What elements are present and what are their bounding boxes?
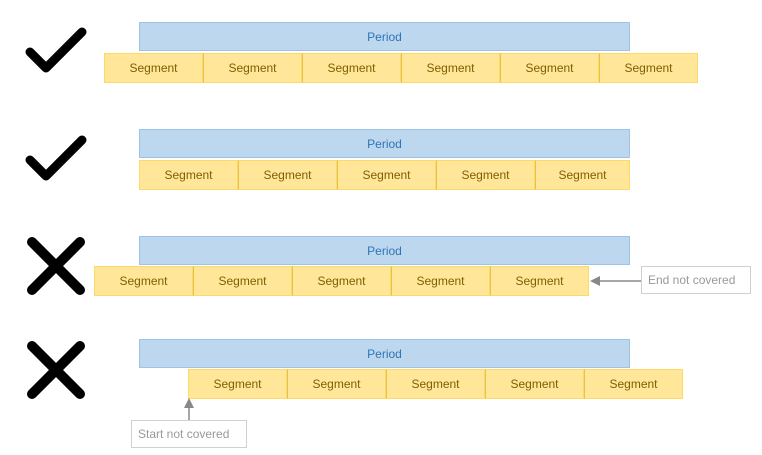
- segment-label: Segment: [317, 274, 366, 288]
- segment-box: Segment: [436, 160, 535, 190]
- segment-strip: Segment Segment Segment Segment Segment: [94, 266, 589, 296]
- segment-box: Segment: [302, 53, 401, 83]
- segment-label: Segment: [609, 377, 658, 391]
- note-label: End not covered: [648, 273, 736, 287]
- period-label: Period: [367, 136, 402, 151]
- period-label: Period: [367, 29, 402, 44]
- segment-label: Segment: [312, 377, 361, 391]
- segment-box: Segment: [188, 369, 287, 399]
- segment-box: Segment: [104, 53, 203, 83]
- segment-label: Segment: [164, 168, 213, 182]
- segment-box: Segment: [599, 53, 698, 83]
- segment-label: Segment: [213, 377, 262, 391]
- segment-strip: Segment Segment Segment Segment Segment: [139, 160, 630, 190]
- segment-box: Segment: [490, 266, 589, 296]
- segment-box: Segment: [485, 369, 584, 399]
- segment-box: Segment: [391, 266, 490, 296]
- segment-box: Segment: [94, 266, 193, 296]
- segment-label: Segment: [426, 61, 475, 75]
- period-label: Period: [367, 346, 402, 361]
- period-label: Period: [367, 243, 402, 258]
- segment-label: Segment: [362, 168, 411, 182]
- segment-box: Segment: [139, 160, 238, 190]
- note-box: End not covered: [641, 266, 751, 294]
- segment-box: Segment: [287, 369, 386, 399]
- segment-box: Segment: [337, 160, 436, 190]
- segment-label: Segment: [327, 61, 376, 75]
- segment-label: Segment: [558, 168, 607, 182]
- segment-label: Segment: [411, 377, 460, 391]
- segment-box: Segment: [401, 53, 500, 83]
- segment-label: Segment: [624, 61, 673, 75]
- period-bar: Period: [139, 339, 630, 368]
- arrow-icon: [184, 398, 194, 420]
- segment-label: Segment: [525, 61, 574, 75]
- segment-label: Segment: [416, 274, 465, 288]
- segment-label: Segment: [119, 274, 168, 288]
- check-icon: [24, 24, 88, 88]
- segment-box: Segment: [203, 53, 302, 83]
- period-bar: Period: [139, 236, 630, 265]
- segment-label: Segment: [515, 274, 564, 288]
- check-icon: [24, 132, 88, 196]
- segment-box: Segment: [193, 266, 292, 296]
- cross-icon: [24, 338, 88, 402]
- note-box: Start not covered: [131, 420, 247, 448]
- cross-icon: [24, 234, 88, 298]
- segment-label: Segment: [510, 377, 559, 391]
- segment-box: Segment: [238, 160, 337, 190]
- segment-strip: Segment Segment Segment Segment Segment: [188, 369, 683, 399]
- period-bar: Period: [139, 22, 630, 51]
- segment-strip: Segment Segment Segment Segment Segment …: [104, 53, 698, 83]
- segment-box: Segment: [584, 369, 683, 399]
- segment-box: Segment: [386, 369, 485, 399]
- segment-label: Segment: [228, 61, 277, 75]
- period-bar: Period: [139, 129, 630, 158]
- arrow-icon: [590, 276, 642, 286]
- segment-label: Segment: [218, 274, 267, 288]
- segment-label: Segment: [263, 168, 312, 182]
- segment-box: Segment: [500, 53, 599, 83]
- note-label: Start not covered: [138, 427, 230, 441]
- segment-box: Segment: [535, 160, 630, 190]
- segment-label: Segment: [461, 168, 510, 182]
- segment-box: Segment: [292, 266, 391, 296]
- segment-label: Segment: [129, 61, 178, 75]
